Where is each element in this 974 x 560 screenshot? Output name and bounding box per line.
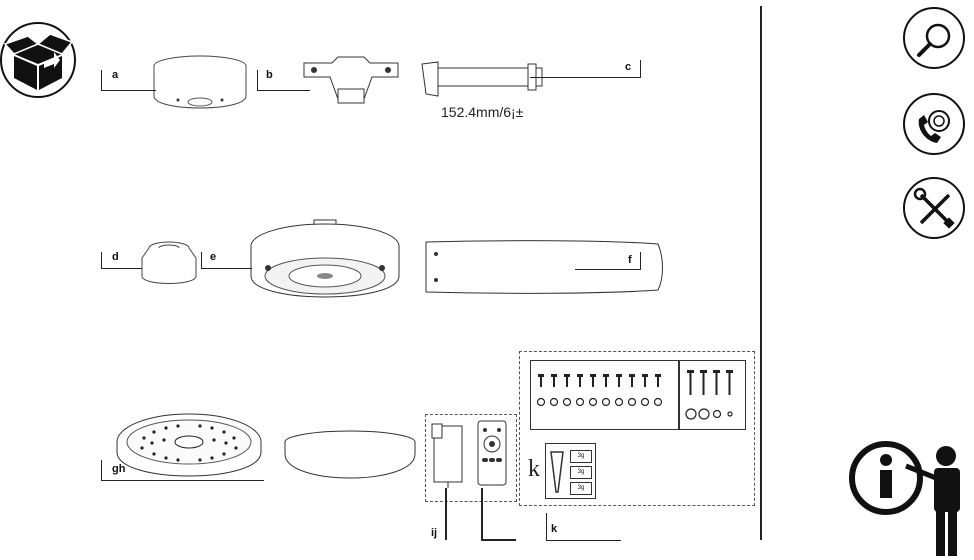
motor-housing-part: [250, 219, 400, 298]
label-e: e: [210, 251, 217, 263]
ij-leader-2: [481, 488, 483, 540]
label-bracket-b: [257, 70, 310, 91]
label-gh: gh: [112, 463, 126, 475]
light-kit-part: [116, 413, 262, 477]
inspect-icon-badge: [903, 7, 965, 69]
canopy-part: [153, 55, 247, 109]
magnifier-icon: [917, 23, 951, 57]
label-d: d: [112, 251, 119, 263]
tools-icon-badge: [903, 177, 965, 239]
label-bracket-c: [530, 60, 641, 78]
long-screws-group: [685, 370, 733, 420]
receiver-part: [431, 423, 463, 488]
label-bracket-f: [575, 252, 641, 270]
ij-leader-1: [445, 488, 447, 540]
receiver-remote-box: [425, 414, 517, 502]
hardware-kit-box: [519, 351, 755, 506]
info-presenter-icon: [849, 441, 960, 556]
balance-weight-1: 3g: [570, 450, 592, 463]
label-bracket-d: [101, 252, 142, 269]
label-bracket-gh: [101, 460, 264, 481]
remote-part: [477, 420, 507, 486]
open-box-icon: [0, 22, 76, 98]
phone-support-icon: [918, 110, 950, 143]
section-divider: [760, 6, 762, 540]
label-a: a: [112, 69, 119, 81]
support-icon-badge: [903, 93, 965, 155]
label-b: b: [266, 69, 273, 81]
label-bracket-k: [546, 513, 621, 541]
screw-panel: [530, 360, 746, 430]
mounting-bracket-part: [303, 56, 399, 104]
tools-icon: [913, 187, 955, 229]
label-k: k: [551, 523, 558, 535]
lower-canopy-part: [141, 241, 197, 284]
kit-letter: k: [528, 456, 540, 482]
balance-kit-panel: [545, 443, 596, 499]
label-c: c: [625, 61, 632, 73]
screws-group: [536, 374, 663, 407]
fan-blade-part: [425, 240, 663, 294]
balance-clip-icon: [550, 451, 564, 493]
label-f: f: [628, 254, 632, 266]
light-cover-part: [284, 430, 416, 479]
balance-weight-3: 3g: [570, 482, 592, 495]
balance-weight-2: 3g: [570, 466, 592, 479]
ij-leader-base: [481, 539, 516, 541]
label-ij: ij: [431, 527, 438, 539]
label-bracket-e: [201, 252, 252, 269]
label-bracket-a: [101, 70, 156, 91]
downrod-length: 152.4mm/6¡±: [441, 104, 524, 120]
screw-panel-divider: [678, 361, 680, 429]
